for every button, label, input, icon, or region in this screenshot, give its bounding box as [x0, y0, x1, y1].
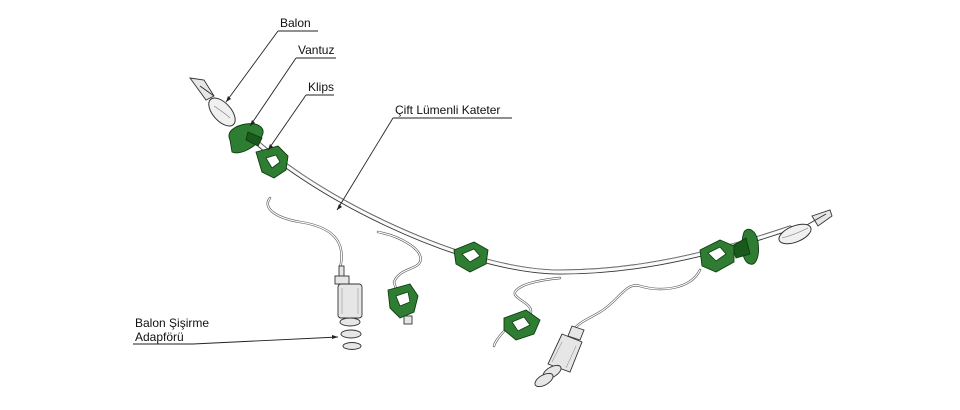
clip-4 [387, 283, 419, 325]
leader-klips [267, 94, 334, 151]
leader-adaptor [133, 335, 339, 345]
label-klips: Klips [308, 80, 335, 94]
suction-cup-right [731, 228, 759, 265]
clip-5 [503, 309, 541, 341]
clip-1 [255, 145, 289, 179]
balloon-left [208, 97, 236, 127]
inflation-line-left [266, 196, 343, 270]
main-catheter-tube [189, 77, 833, 275]
label-balon: Balon [280, 16, 311, 30]
leader-vantuz [249, 57, 336, 127]
inflation-adapter-right [534, 325, 585, 388]
leader-kateter [336, 117, 512, 211]
inflation-line-right [573, 268, 702, 330]
label-adaptor-line2: Adapförü [135, 330, 184, 344]
clip-2 [453, 241, 489, 273]
suction-cup-left [228, 123, 264, 154]
label-vantuz: Vantuz [298, 43, 335, 57]
branch-tube-right [492, 276, 562, 348]
label-kateter: Çift Lümenli Kateter [395, 103, 501, 117]
clip-3 [699, 239, 735, 273]
branch-tube-left [376, 230, 422, 298]
label-adaptor-line1: Balon Şişirme [135, 316, 210, 330]
leader-balon [225, 30, 318, 103]
balloon-right [778, 223, 812, 245]
inflation-adapter-left [334, 265, 363, 350]
